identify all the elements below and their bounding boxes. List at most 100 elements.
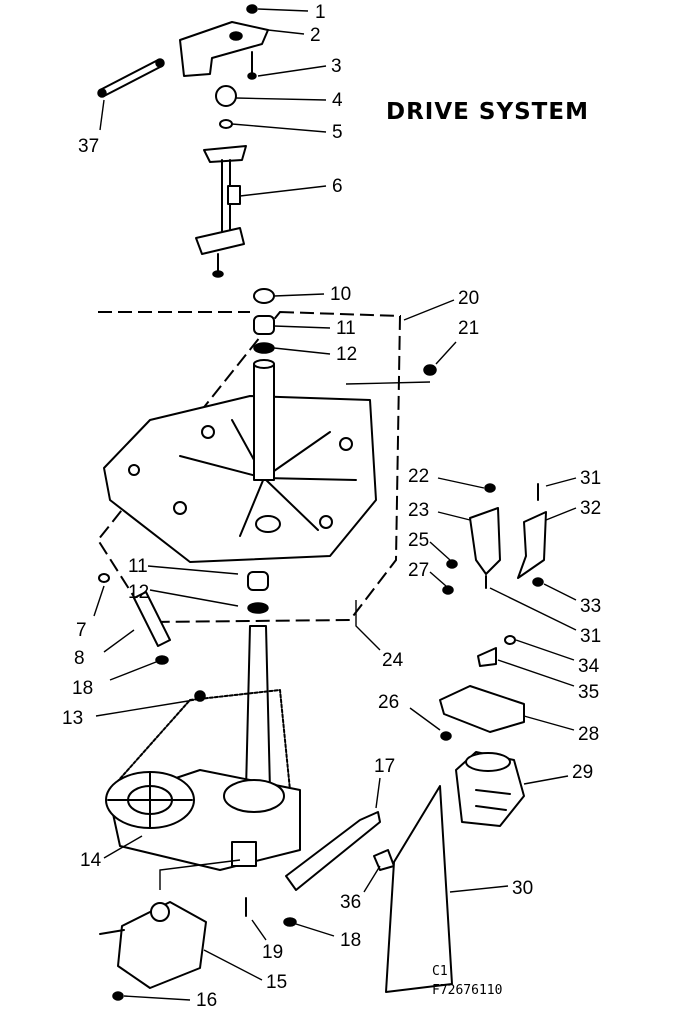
part-32-bracket	[517, 511, 547, 579]
leader-8	[103, 629, 135, 653]
callout-4: 4	[332, 90, 343, 111]
callout-28: 28	[578, 724, 599, 745]
gear-case	[223, 779, 285, 813]
center-tube	[253, 363, 275, 481]
footer-code-line-2: F72676110	[432, 983, 502, 998]
leader-36	[363, 865, 381, 893]
part-12-seal	[253, 342, 275, 354]
transmission-shaft	[245, 625, 271, 791]
transmission-assembly	[99, 625, 301, 1001]
callout-1: 1	[315, 2, 326, 23]
part-29-motor-top	[465, 752, 511, 772]
callout-5: 5	[332, 122, 343, 143]
part-8-bracket	[133, 591, 171, 647]
part-4-ball	[215, 85, 237, 107]
callout-8: 8	[74, 648, 85, 669]
leader-29	[523, 775, 569, 785]
footer-code-line-1: C1	[432, 964, 448, 979]
part-29-motor	[455, 751, 525, 827]
right-brackets	[442, 483, 547, 595]
part-33-nut	[532, 577, 544, 587]
leader-14	[103, 835, 143, 859]
part-21-nut	[423, 364, 437, 376]
part-11-bearing	[253, 315, 275, 335]
leader-pump-link	[159, 859, 241, 890]
part-2-hole	[229, 31, 243, 41]
leader-13	[95, 699, 195, 717]
callout-32: 32	[580, 498, 601, 519]
callout-12: 12	[336, 344, 357, 365]
leader-15	[203, 949, 263, 981]
part-36-clip	[373, 849, 395, 871]
callout-13: 13	[62, 708, 83, 729]
part-28-motor-mount	[439, 685, 525, 733]
bolt-hole	[128, 464, 140, 476]
leader-32	[545, 507, 577, 521]
part-10-nut	[253, 288, 275, 304]
leader-2	[267, 29, 305, 35]
callout-33: 33	[580, 596, 601, 617]
callout-22: 22	[408, 466, 429, 487]
part-5-plate	[203, 145, 247, 163]
callout-6: 6	[332, 176, 343, 197]
callout-20: 20	[458, 288, 479, 309]
callout-16: 16	[196, 990, 217, 1011]
callout-15: 15	[266, 972, 287, 993]
callout-35: 35	[578, 682, 599, 703]
callout-7: 7	[76, 620, 87, 641]
leader-6	[239, 185, 327, 197]
part-12-lower-seal	[247, 602, 269, 614]
callout-19: 19	[262, 942, 283, 963]
base-plate-assembly	[96, 288, 437, 624]
callout-18-upper: 18	[72, 678, 93, 699]
part-35-grommet	[477, 647, 497, 667]
leader-22	[437, 477, 485, 489]
leader-1	[257, 8, 309, 12]
part-15-pump	[117, 901, 207, 989]
part-22-screw	[484, 483, 496, 493]
part-1-nut	[246, 4, 258, 14]
leader-19	[251, 919, 267, 941]
part-13-pin	[194, 690, 206, 702]
leader-3	[257, 65, 327, 77]
leader-18-upper	[109, 661, 157, 681]
leader-7	[93, 585, 105, 617]
callout-31-upper: 31	[580, 468, 601, 489]
bolt-hole	[173, 501, 187, 515]
leader-34	[515, 639, 575, 661]
part-18-lower-nut	[283, 917, 297, 927]
part-5-cap	[219, 119, 233, 129]
part-16-screw	[112, 991, 124, 1001]
callout-34: 34	[578, 656, 600, 677]
leader-31-lower	[489, 587, 577, 631]
part-29-motor-ribs	[475, 789, 511, 811]
right-lower-parts	[283, 751, 525, 993]
callout-2: 2	[310, 25, 321, 46]
clutch-housing	[231, 841, 257, 867]
leader-18-lower	[295, 923, 335, 937]
leader-24	[355, 600, 381, 651]
leader-27	[429, 571, 447, 587]
callout-37: 37	[78, 136, 99, 157]
bolt-hole	[339, 437, 353, 451]
part-30-panel	[385, 785, 453, 993]
leader-30	[449, 885, 509, 893]
leader-35	[497, 659, 575, 687]
leader-12	[273, 347, 331, 355]
leader-11	[273, 325, 331, 329]
big-pulley-spokes	[107, 771, 193, 829]
leader-28	[523, 715, 575, 731]
part-27-washer	[442, 585, 454, 595]
callout-30: 30	[512, 878, 533, 899]
callout-18-lower: 18	[340, 930, 361, 951]
part-34-washer	[504, 635, 516, 645]
part-18-nut	[155, 655, 169, 665]
leader-26	[409, 707, 441, 731]
leader-16	[123, 995, 191, 1001]
leader-37	[99, 99, 105, 131]
callout-27: 27	[408, 560, 429, 581]
part-37-rod-end	[155, 58, 165, 68]
motor-mount-parts	[439, 635, 525, 741]
